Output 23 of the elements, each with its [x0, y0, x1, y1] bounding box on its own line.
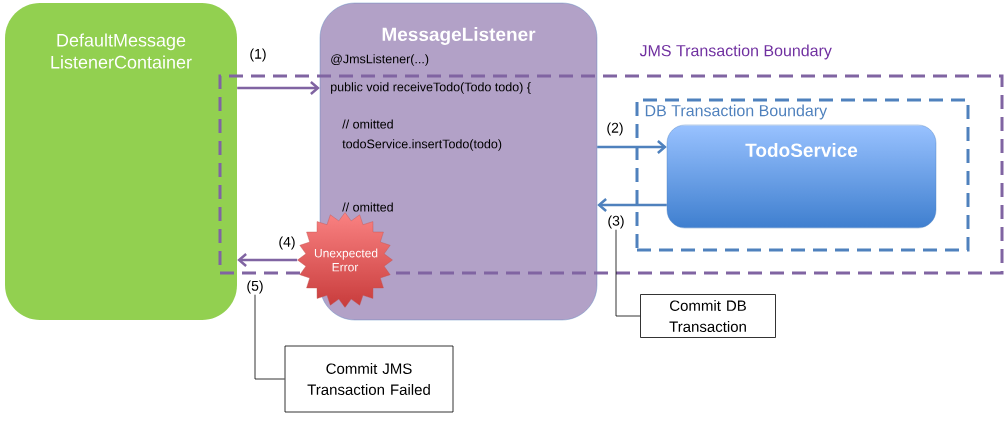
code-line: todoService.insertTodo(todo) — [342, 139, 502, 151]
box-title: MessageListener — [382, 27, 536, 45]
step-number: (5) — [247, 280, 263, 294]
edge-label: (4) — [279, 236, 295, 250]
arrow — [237, 81, 320, 95]
arrow — [597, 198, 667, 212]
boundary-label: JMS Transaction Boundary — [639, 44, 832, 60]
arrow — [237, 253, 298, 267]
callout-box: Commit DB Transaction — [640, 294, 776, 338]
code-line: // omitted — [342, 119, 393, 129]
arrow — [597, 140, 667, 154]
edge-label: (1) — [250, 48, 266, 62]
edge-label: (2) — [607, 122, 623, 136]
boundary-label: DB Transaction Boundary — [645, 104, 828, 120]
leader-line — [615, 229, 641, 317]
code-line: public void receiveTodo(Todo todo) { — [331, 82, 531, 94]
code-line: @JmsListener(...) — [331, 54, 429, 66]
leader-line — [254, 294, 285, 380]
code-line: // omitted — [342, 202, 393, 212]
box-title: TodoService — [745, 143, 858, 157]
callout-box: Commit JMS Transaction Failed — [284, 345, 454, 413]
step-number: (3) — [608, 215, 624, 229]
box-title: DefaultMessage ListenerContainer — [51, 33, 192, 69]
